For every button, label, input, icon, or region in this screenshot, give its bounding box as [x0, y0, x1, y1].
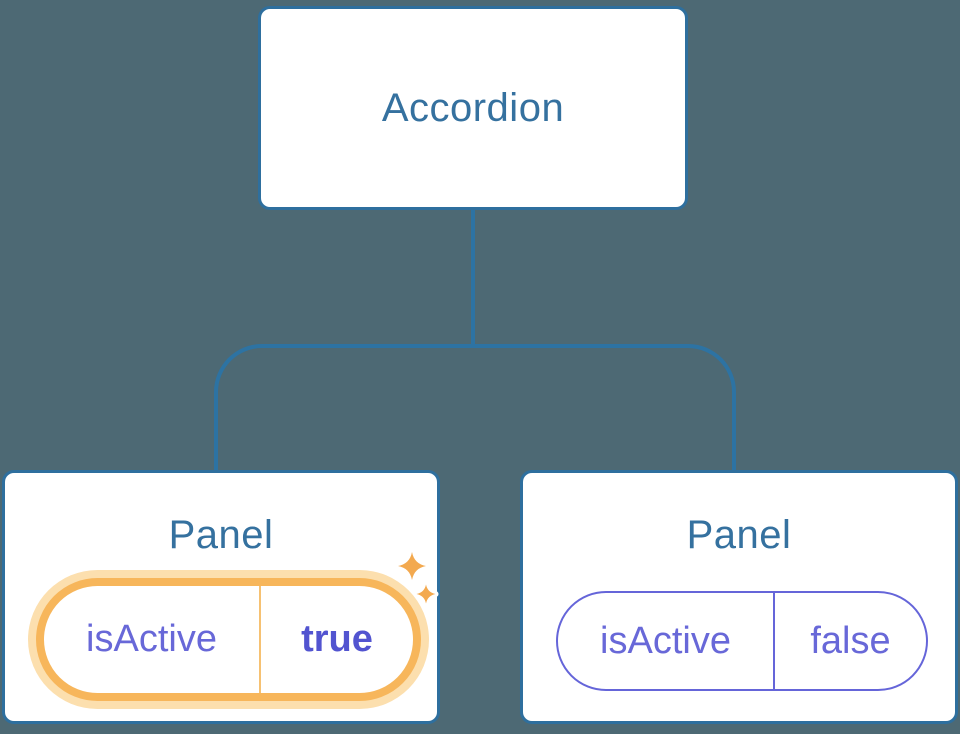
- sparkle-icon-large: [395, 549, 429, 583]
- prop-name-cell: isActive: [44, 586, 259, 693]
- prop-pill-inactive: isActive false: [556, 591, 928, 691]
- prop-name: isActive: [86, 618, 217, 660]
- prop-value-cell: false: [775, 593, 926, 689]
- component-box-panel-inactive: Panel isActive false: [520, 470, 958, 724]
- prop-value: true: [301, 618, 373, 660]
- prop-pill-active: isActive true: [36, 578, 421, 701]
- accordion-label: Accordion: [381, 85, 565, 130]
- tree-connector-stem: [471, 210, 475, 346]
- panel-label: Panel: [686, 513, 792, 557]
- tree-connector-branch: [214, 344, 736, 470]
- prop-name: isActive: [600, 619, 731, 662]
- component-box-accordion: Accordion: [258, 6, 688, 210]
- component-box-panel-active: Panel isActive true: [2, 470, 440, 724]
- prop-name-cell: isActive: [558, 593, 773, 689]
- pill-divider: [259, 586, 261, 693]
- prop-value: false: [810, 619, 891, 662]
- prop-value-cell: true: [261, 586, 413, 693]
- panel-label: Panel: [168, 513, 274, 557]
- pill-divider: [773, 593, 775, 689]
- sparkle-icon-small: [413, 581, 439, 607]
